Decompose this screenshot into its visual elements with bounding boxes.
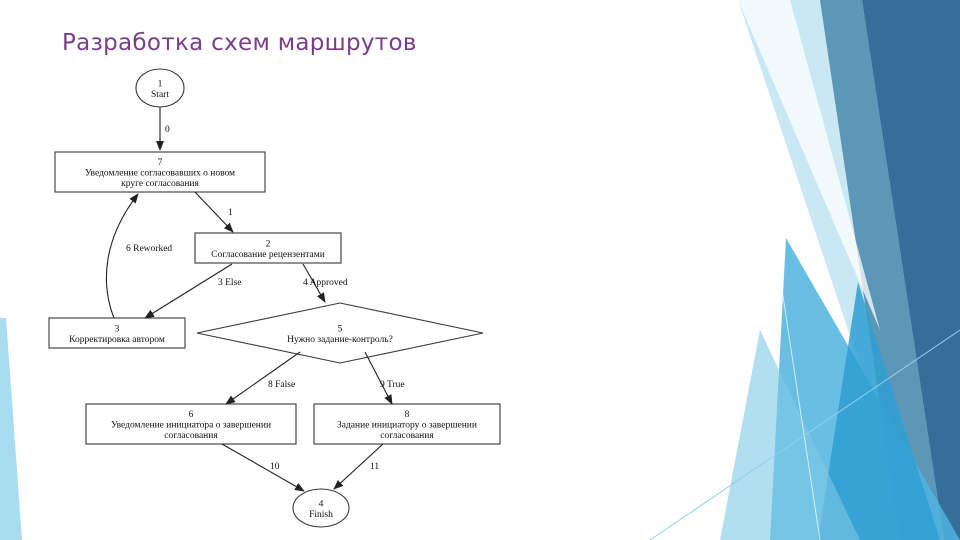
node-label-line: круге согласования xyxy=(121,179,199,189)
edge-label: 1 xyxy=(228,208,233,218)
decor-tri-small xyxy=(818,282,940,540)
decor-tri-back xyxy=(720,330,860,540)
edge-arrow xyxy=(221,443,305,492)
node-label-line: Start xyxy=(151,90,169,100)
decor-white-wedge xyxy=(738,0,880,330)
node-shape xyxy=(48,317,186,349)
node-label-line: Согласование рецензентами xyxy=(211,250,325,260)
flow-edge-e10: 10 xyxy=(221,443,305,492)
decor-band-dark xyxy=(862,0,960,540)
node-label-line: Уведомление согласовавших о новом xyxy=(85,169,235,179)
node-label-line: Finish xyxy=(309,510,333,520)
node-label-line: Нужно задание-контроль? xyxy=(287,335,393,345)
node-label-line: 5 xyxy=(338,324,343,334)
flow-edge-e8: 8 False xyxy=(225,351,301,405)
node-label-line: 8 xyxy=(405,410,410,420)
slide-title: Разработка схем маршрутов xyxy=(62,30,417,56)
edge-label: 4 Approved xyxy=(303,278,348,288)
node-label-line: Корректировка автором xyxy=(69,335,165,345)
decor-left-sliver xyxy=(0,318,22,540)
flow-edge-e3: 3 Else xyxy=(144,263,241,319)
edge-label: 0 xyxy=(165,125,170,135)
flow-edge-e4: 4 Approved xyxy=(302,263,348,303)
node-shape xyxy=(196,302,484,364)
edge-label: 3 Else xyxy=(218,278,241,288)
node-shape xyxy=(194,232,342,264)
edge-label: 11 xyxy=(370,462,379,472)
edge-label: 6 Reworked xyxy=(126,244,172,254)
node-label-line: Задание инициатору о завершении xyxy=(337,421,477,431)
decor-mid-slab xyxy=(820,0,944,540)
edge-arrow xyxy=(333,443,384,490)
edge-arrow xyxy=(364,351,393,405)
decor-line-b xyxy=(649,329,960,540)
node-label-line: 6 xyxy=(189,410,194,420)
node-shape xyxy=(54,151,266,193)
edge-label: 8 False xyxy=(268,380,295,390)
flow-edge-e0: 0 xyxy=(156,107,170,151)
flow-edge-e1: 1 xyxy=(194,191,234,233)
decor-line-a xyxy=(737,0,821,540)
node-label-line: 2 xyxy=(266,239,271,249)
edge-arrow xyxy=(225,351,301,405)
edge-arrow xyxy=(105,193,139,319)
node-shape xyxy=(85,403,297,445)
node-label-line: 3 xyxy=(115,324,120,334)
flow-edge-e11: 11 xyxy=(333,443,384,490)
edge-label: 10 xyxy=(270,462,280,472)
node-label-line: Уведомление инициатора о завершении xyxy=(111,421,271,431)
edge-label: 9 True xyxy=(380,380,405,390)
node-shape xyxy=(313,403,501,445)
node-shape xyxy=(292,488,350,528)
flow-edge-e6: 6 Reworked xyxy=(105,193,172,319)
node-label-line: 1 xyxy=(158,79,163,89)
flow-edge-e9: 9 True xyxy=(364,351,405,405)
edge-arrow xyxy=(194,191,234,233)
node-label-line: 7 xyxy=(158,158,163,168)
node-label-line: согласования xyxy=(164,431,218,441)
node-label-line: согласования xyxy=(380,431,434,441)
edge-arrow xyxy=(144,263,233,319)
edge-arrow xyxy=(302,263,326,303)
node-label-line: 4 xyxy=(319,499,324,509)
